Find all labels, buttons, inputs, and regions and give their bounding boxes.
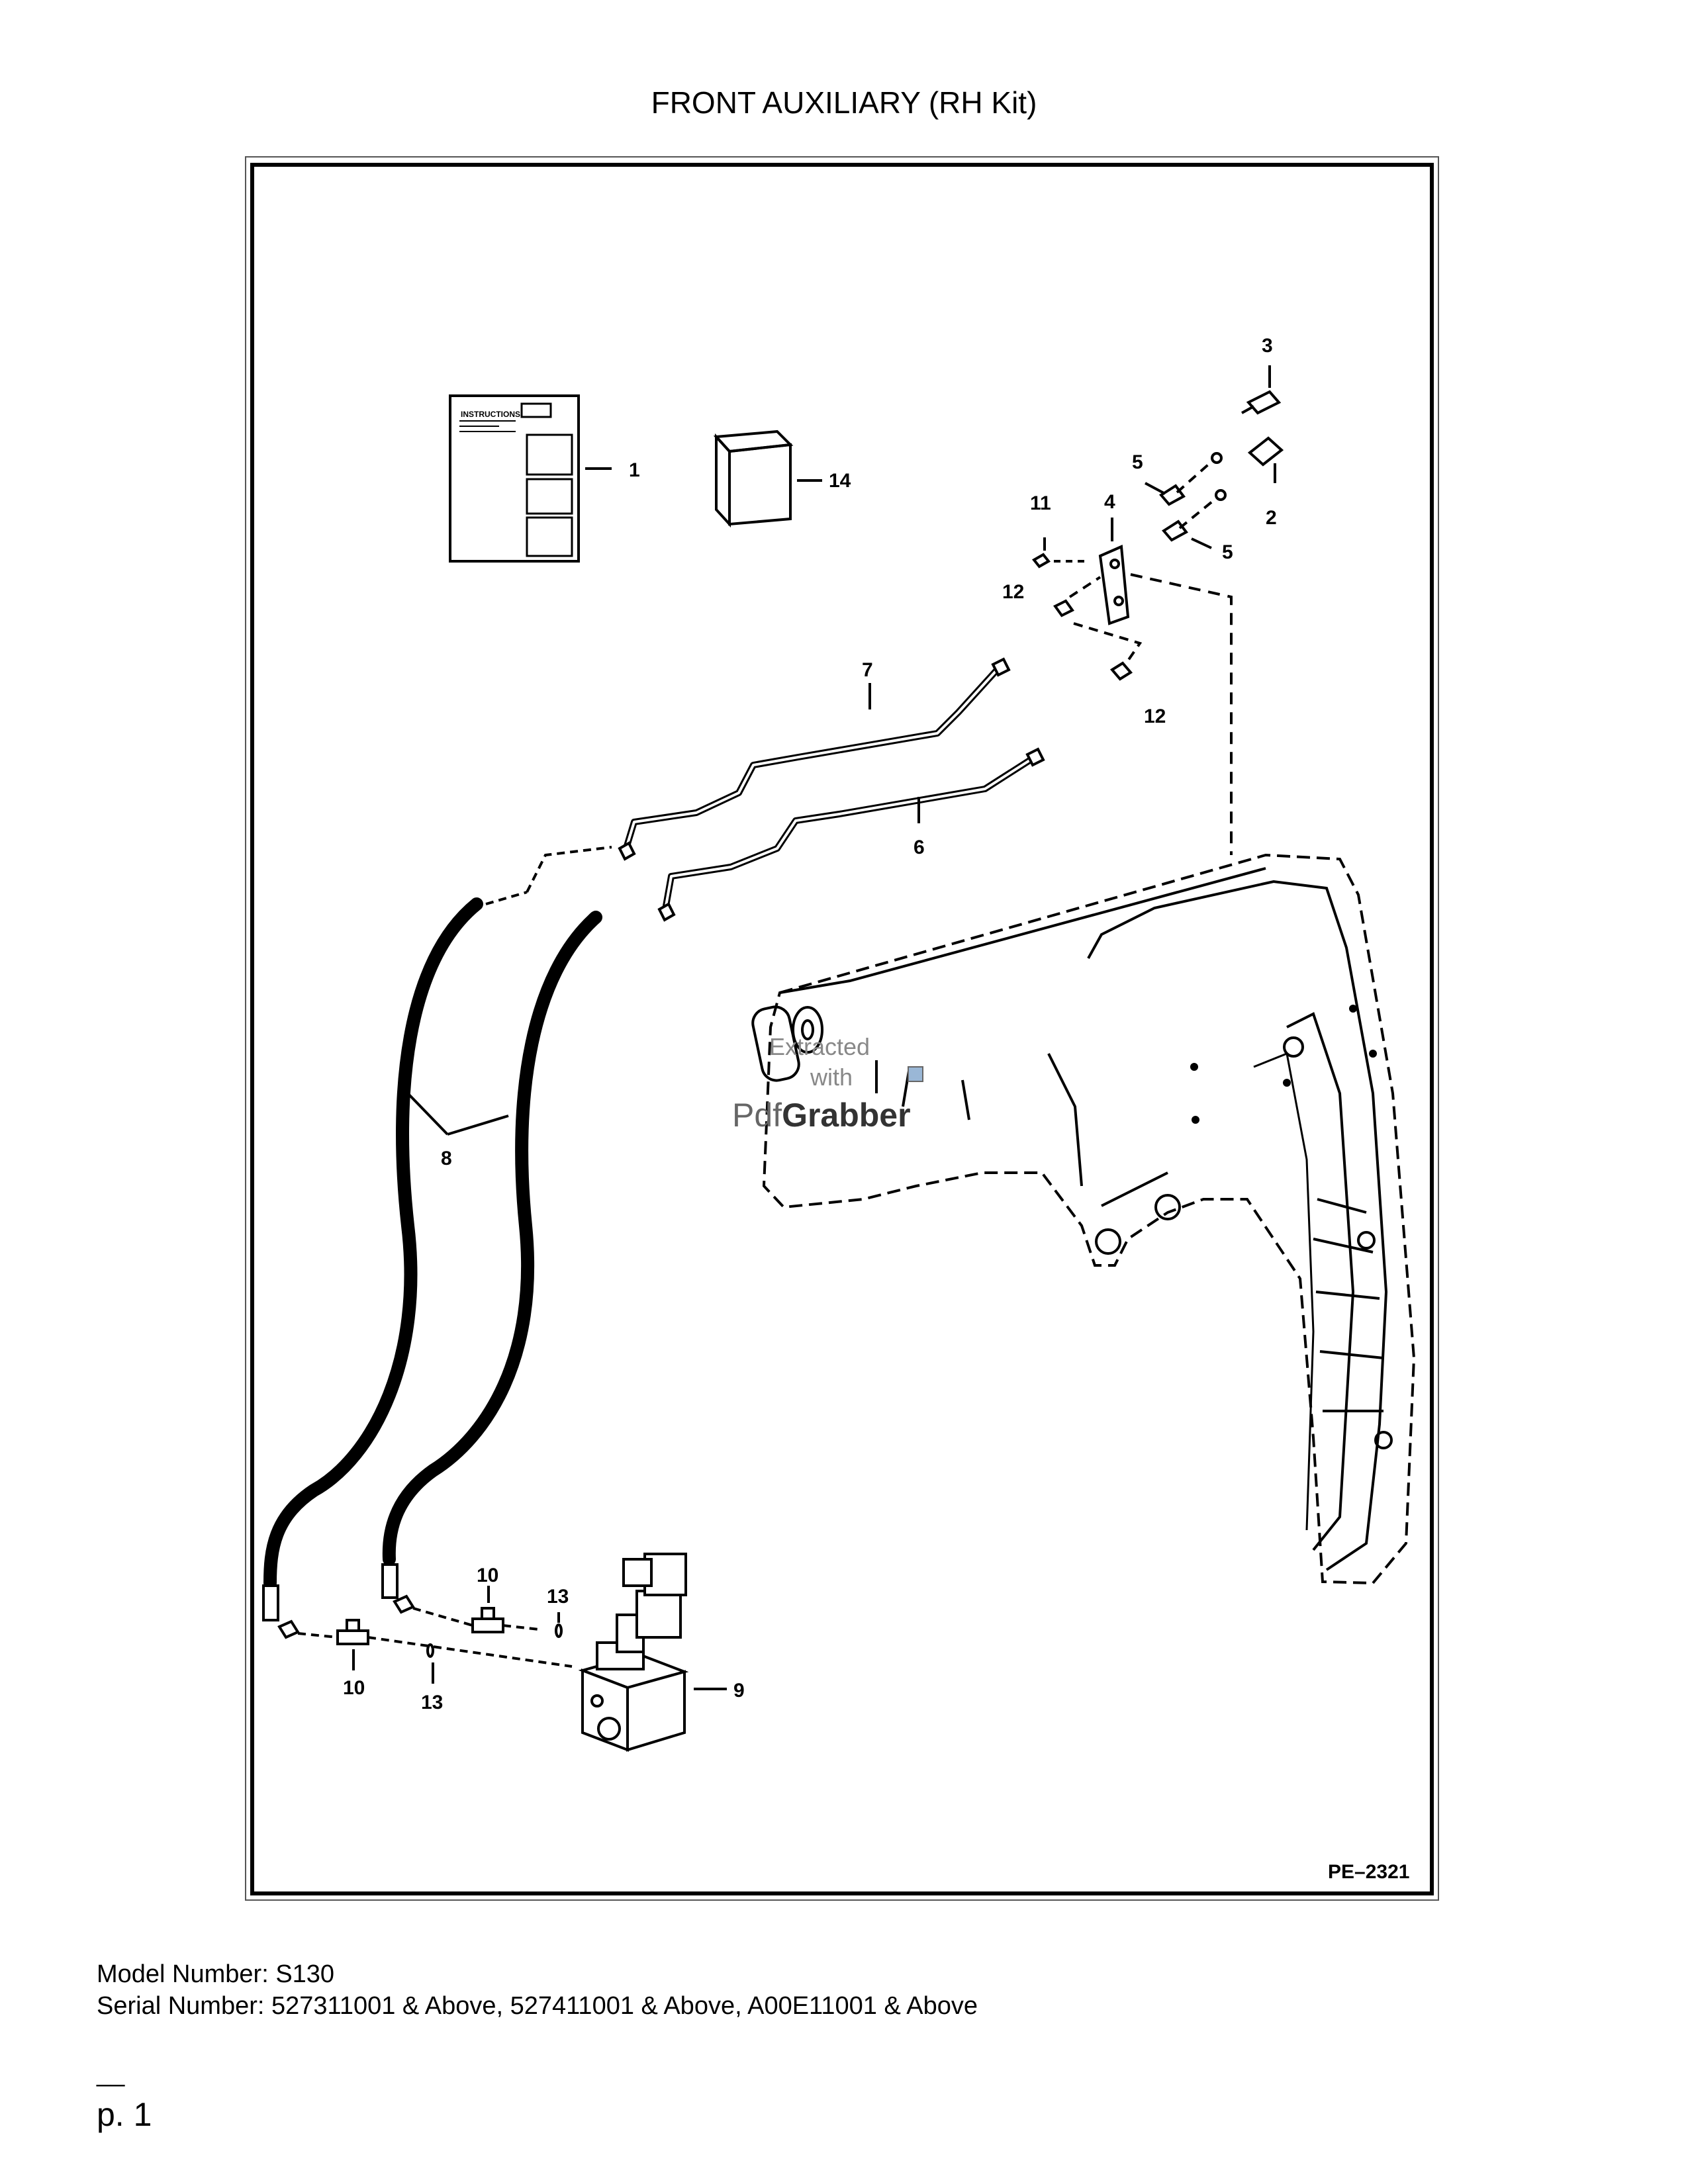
callout-12b: 12 (1144, 705, 1166, 727)
instructions-heading: INSTRUCTIONS (461, 410, 520, 419)
callout-14: 14 (829, 470, 851, 492)
valve-assembly (277, 1553, 727, 1752)
callout-8: 8 (441, 1148, 452, 1169)
diagram-frame-outer (245, 156, 1439, 1901)
callout-9: 9 (733, 1680, 745, 1702)
couplers (1145, 365, 1284, 549)
callout-5a: 5 (1132, 451, 1143, 473)
callout-13b: 13 (547, 1586, 569, 1608)
watermark-logo-icon (908, 1066, 923, 1082)
watermark-line-2: with (810, 1064, 853, 1091)
watermark-line-1: Extracted (769, 1033, 870, 1060)
instructions-sheet (449, 394, 612, 563)
callout-12a: 12 (1002, 581, 1024, 603)
callout-10b: 10 (477, 1565, 498, 1586)
watermark-brand-pdf: Pdf (732, 1097, 782, 1134)
bulkhead-bracket (1031, 518, 1233, 855)
callout-4: 4 (1104, 491, 1115, 513)
hoses (263, 897, 602, 1590)
model-number: Model Number: S130 (97, 1960, 335, 1988)
callout-13a: 13 (421, 1692, 443, 1713)
callout-7: 7 (862, 659, 873, 681)
watermark-brand-grabber: Grabber (782, 1097, 911, 1134)
footer-rule: __ (97, 2060, 125, 2087)
callout-3: 3 (1262, 335, 1273, 357)
callout-1: 1 (629, 459, 640, 481)
callout-10a: 10 (343, 1677, 365, 1699)
callout-6: 6 (914, 837, 925, 858)
diagram-frame (250, 163, 1434, 1895)
pdfgrabber-watermark: Extracted with PdfGrabber (732, 1033, 923, 1134)
svg-text:PdfGrabber: PdfGrabber (732, 1097, 911, 1134)
decal-box (713, 430, 822, 528)
page-title: FRONT AUXILIARY (RH Kit) (651, 85, 1037, 120)
serial-number: Serial Number: 527311001 & Above, 527411… (97, 1992, 978, 2020)
parts-diagram: INSTRUCTIONS (262, 335, 1416, 1883)
callout-11: 11 (1030, 492, 1051, 514)
page-number: p. 1 (97, 2096, 152, 2133)
loader-arm (751, 853, 1416, 1585)
callout-2: 2 (1266, 507, 1277, 529)
callout-5b: 5 (1222, 541, 1233, 563)
figure-code: PE–2321 (1328, 1861, 1409, 1883)
